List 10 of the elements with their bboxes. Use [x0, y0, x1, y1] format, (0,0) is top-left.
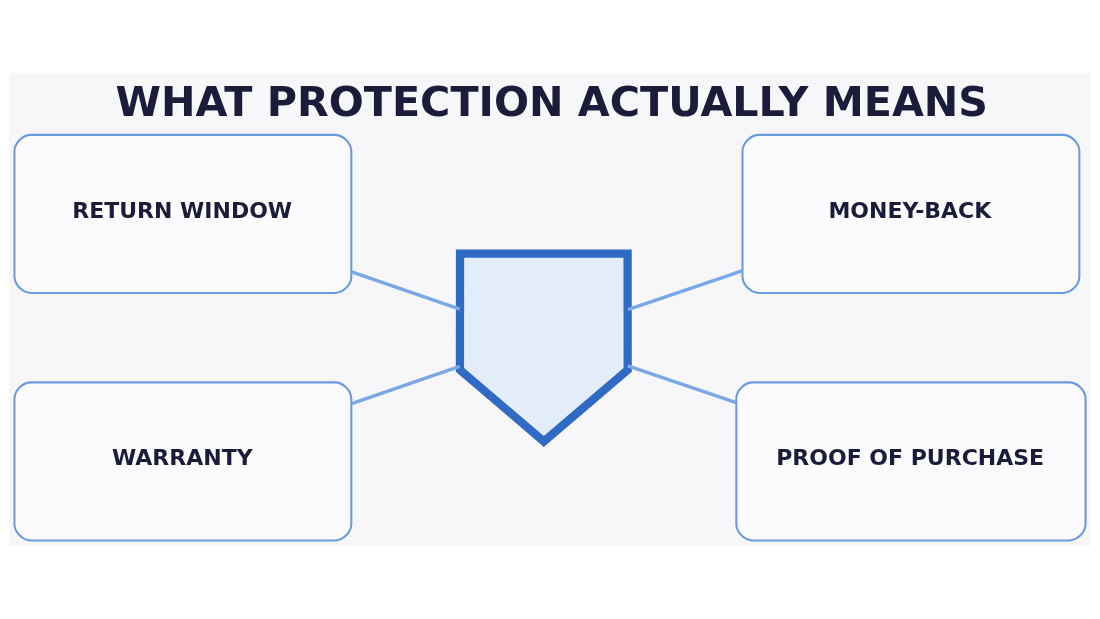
- node-box: MONEY-BACK: [741, 133, 1081, 295]
- connector: [351, 270, 461, 311]
- diagram-title: WHAT PROTECTION ACTUALLY MEANS: [115, 77, 989, 126]
- node-box: PROOF OF PURCHASE: [735, 381, 1087, 542]
- node-box: RETURN WINDOW: [13, 133, 353, 295]
- connector: [627, 364, 737, 405]
- connector: [351, 364, 461, 406]
- node-shield: [455, 249, 632, 447]
- connector: [627, 269, 743, 312]
- node-box: WARRANTY: [13, 381, 353, 542]
